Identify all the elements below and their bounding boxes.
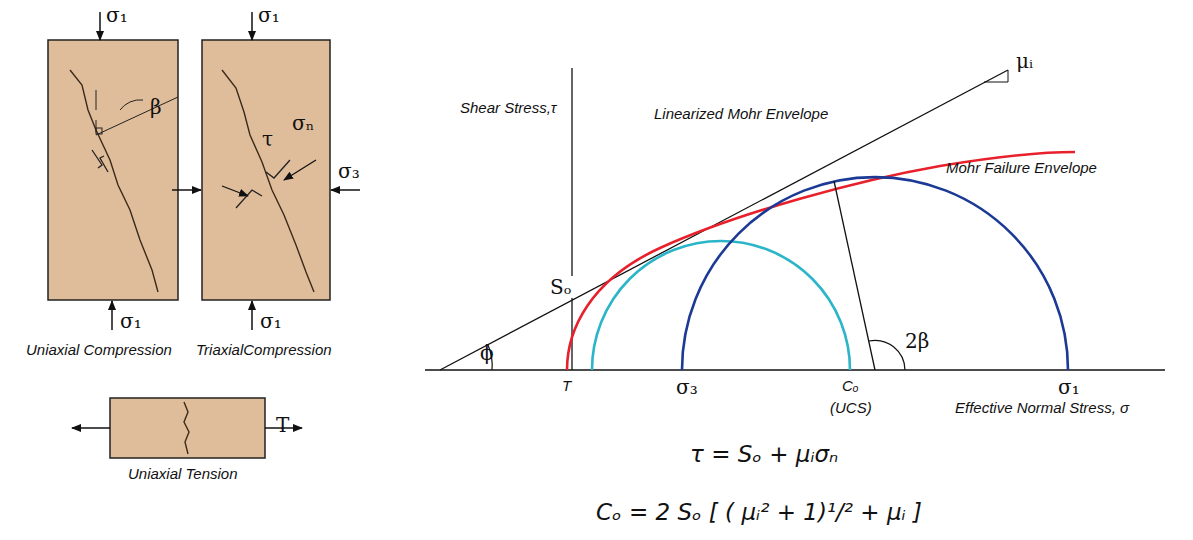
angle-label: ϕ <box>480 342 494 364</box>
stress-label: σₙ <box>292 112 314 134</box>
stress-label: σ₁ <box>260 310 282 332</box>
axis-tick-label: (UCS) <box>830 400 872 417</box>
triaxial-specimen <box>172 12 360 330</box>
slope-label: μᵢ <box>1016 50 1033 72</box>
stress-label: σ₃ <box>338 160 360 182</box>
axis-tick-label: Cₒ <box>842 378 859 395</box>
stress-label: σ₁ <box>258 4 280 26</box>
angle-label: β <box>150 96 162 118</box>
equation: τ = Sₒ + μᵢσₙ <box>690 442 838 467</box>
envelope-label: Mohr Failure Envelope <box>946 160 1097 177</box>
tension-label: T <box>276 414 289 436</box>
cohesion-label: Sₒ <box>548 276 573 298</box>
axis-title: Shear Stress,τ <box>460 100 556 117</box>
uniaxial-specimen <box>48 12 178 330</box>
tension-specimen <box>72 398 302 458</box>
mohr-plot <box>425 68 1165 370</box>
envelope-label: Linearized Mohr Envelope <box>654 106 828 123</box>
axis-tick-label: σ₁ <box>1058 376 1080 398</box>
axis-tick-label: σ₃ <box>676 376 698 398</box>
axis-title: Effective Normal Stress, σ <box>955 400 1129 417</box>
specimen-caption: Uniaxial Compression <box>26 342 172 359</box>
axis-tick-label: T <box>562 378 571 395</box>
specimen-caption: Uniaxial Tension <box>128 466 238 483</box>
stress-label: σ₁ <box>106 4 128 26</box>
equation: Cₒ = 2 Sₒ [ ( μᵢ² + 1)¹/² + μᵢ ] <box>596 500 922 525</box>
specimen-caption: TriaxialCompression <box>196 342 332 359</box>
stress-label: σ₁ <box>120 310 142 332</box>
angle-label: 2β <box>905 330 929 352</box>
shear-label: τ <box>262 128 273 150</box>
